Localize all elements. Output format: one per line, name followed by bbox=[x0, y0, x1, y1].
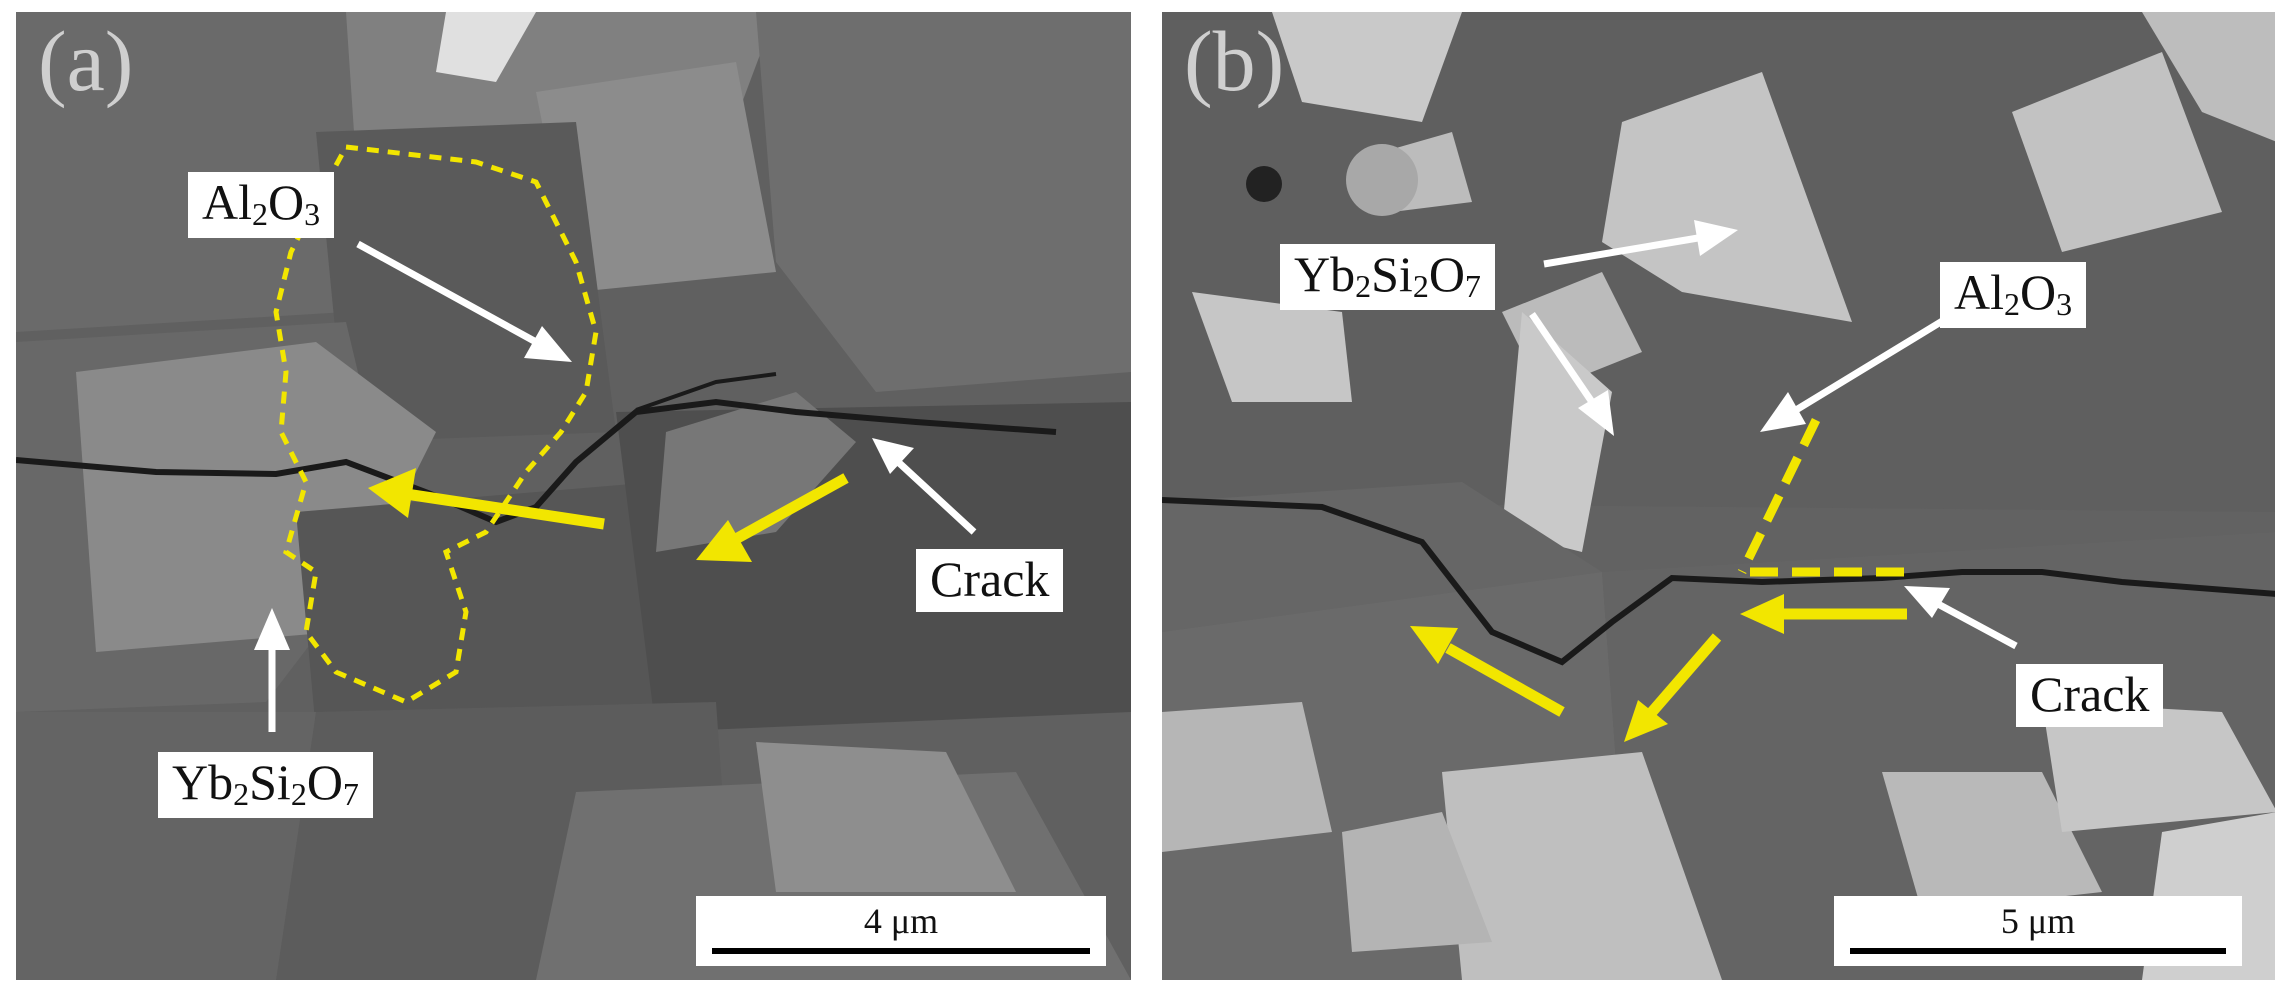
label-alumina-b: Al2O3 bbox=[1940, 262, 2087, 328]
sem-panel-a: (a) Al2O3 Crack Yb2Si2O7 4 μm bbox=[16, 12, 1131, 980]
panel-letter-a: (a) bbox=[38, 13, 134, 109]
scale-bar-text-b: 5 μm bbox=[2000, 901, 2076, 941]
scale-bar-a: 4 μm bbox=[696, 896, 1106, 966]
label-ytterbium-disilicate-b: Yb2Si2O7 bbox=[1280, 244, 1495, 310]
label-alumina-a: Al2O3 bbox=[188, 172, 335, 238]
panel-letter-b: (b) bbox=[1184, 13, 1285, 109]
scale-bar-line-b bbox=[1850, 948, 2226, 954]
label-crack-a: Crack bbox=[916, 549, 1064, 612]
label-ytterbium-disilicate-a: Yb2Si2O7 bbox=[158, 752, 373, 818]
scale-bar-line-a bbox=[712, 948, 1090, 954]
scale-bar-b: 5 μm bbox=[1834, 896, 2242, 966]
label-crack-b: Crack bbox=[2016, 664, 2164, 727]
sem-image-a bbox=[16, 12, 1131, 980]
scale-bar-text-a: 4 μm bbox=[863, 901, 939, 941]
sem-panel-b: (b) Yb2Si2O7 Al2O3 Crack 5 μm bbox=[1162, 12, 2275, 980]
sem-image-b bbox=[1162, 12, 2275, 980]
